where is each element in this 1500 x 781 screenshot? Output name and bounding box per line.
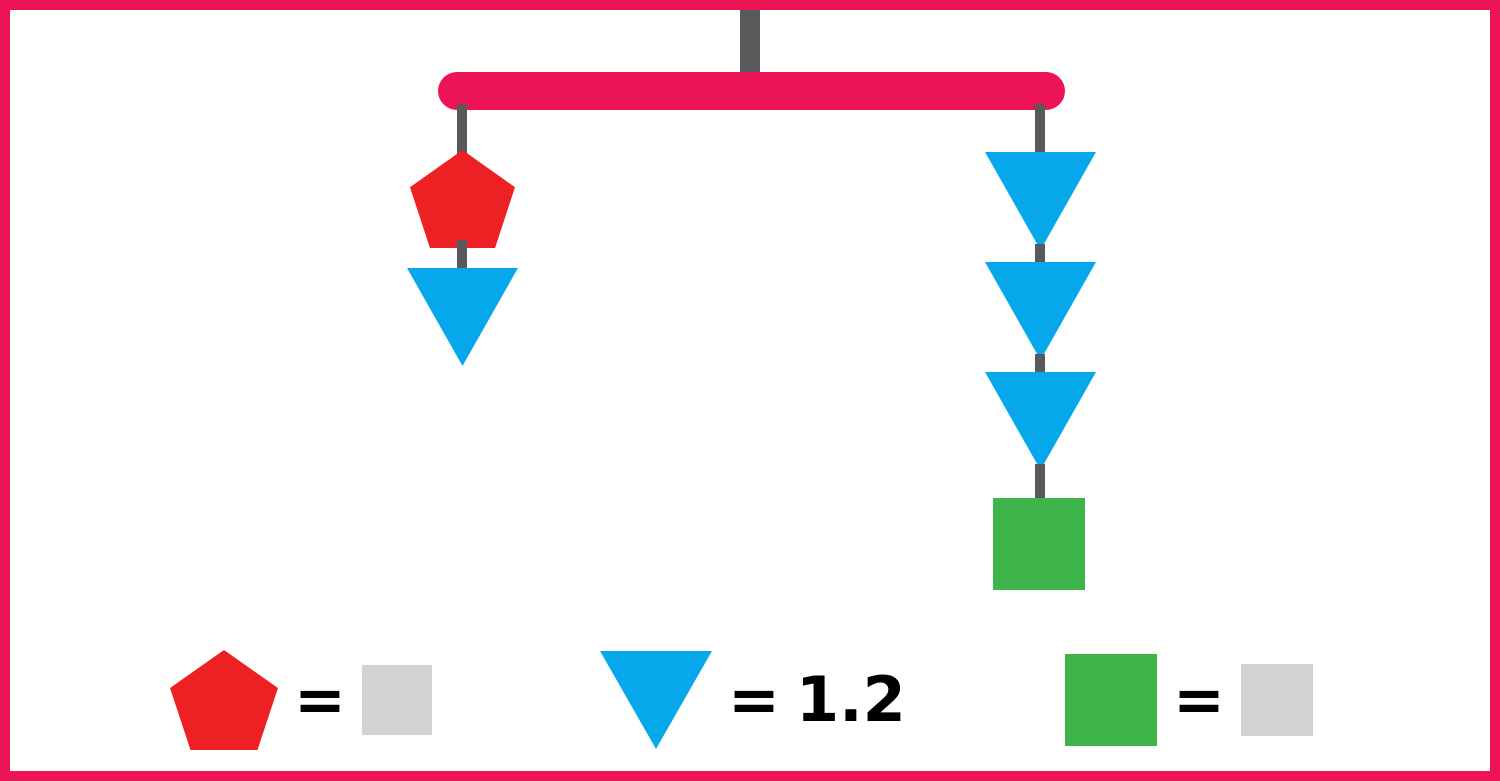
left-arm-rod-mid	[457, 240, 467, 274]
balance-beam	[438, 72, 1065, 110]
ceiling-rod	[740, 0, 760, 78]
legend-square-answer-blank[interactable]	[1240, 664, 1313, 736]
legend-triangle-icon	[600, 651, 712, 749]
legend-item-pentagon: =	[170, 630, 432, 770]
right-arm-square-green	[993, 498, 1085, 590]
right-arm-rod-3	[1035, 464, 1045, 506]
right-arm-triangle-blue-3	[985, 372, 1096, 470]
right-arm-rod-top	[1035, 104, 1045, 158]
legend-item-square: =	[1065, 630, 1313, 770]
left-arm-triangle-blue	[407, 268, 518, 366]
legend-equals-square: =	[1173, 663, 1225, 736]
right-arm-rod-2	[1035, 354, 1045, 380]
right-arm-triangle-blue-2	[985, 262, 1096, 360]
right-arm-rod-1	[1035, 244, 1045, 270]
legend-equals-triangle: =	[728, 663, 780, 736]
left-arm-rod-top	[457, 104, 467, 158]
legend: = = 1.2 =	[10, 630, 1490, 770]
legend-pentagon-icon	[170, 650, 278, 750]
legend-item-triangle: = 1.2	[600, 630, 906, 770]
legend-square-icon	[1065, 654, 1157, 746]
left-arm-pentagon-red	[410, 150, 515, 248]
legend-equals-pentagon: =	[294, 663, 346, 736]
legend-pentagon-answer-blank[interactable]	[361, 665, 432, 735]
legend-triangle-value: 1.2	[795, 663, 906, 736]
right-arm-triangle-blue-1	[985, 152, 1096, 250]
